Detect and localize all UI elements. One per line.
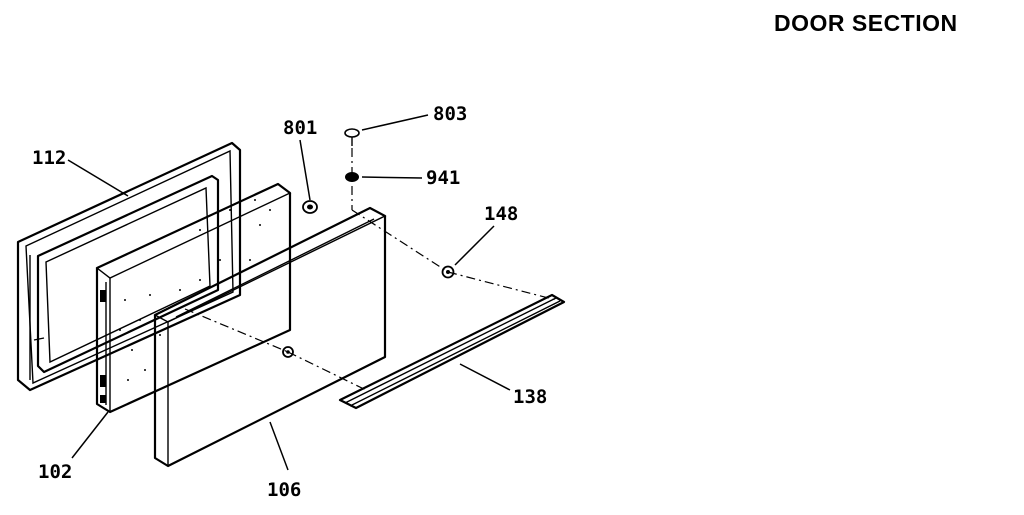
hole-grommet-106 <box>282 346 294 358</box>
outer-door-panel-106 <box>153 206 387 468</box>
door-liner-frame-112 <box>16 141 242 392</box>
label-801: 801 <box>283 117 317 139</box>
washer-941 <box>345 172 359 182</box>
label-106: 106 <box>267 479 301 501</box>
trim-strip-138 <box>338 293 566 410</box>
bumper-801 <box>302 200 318 214</box>
label-138: 138 <box>513 386 547 408</box>
leader-lines <box>67 114 511 471</box>
inner-panel-102 <box>95 182 292 414</box>
label-941: 941 <box>426 167 460 189</box>
assembly-lines <box>184 148 557 391</box>
label-148: 148 <box>484 203 518 225</box>
label-112: 112 <box>32 147 66 169</box>
label-803: 803 <box>433 103 467 125</box>
diagram-title: DOOR SECTION <box>774 10 958 36</box>
screw-803 <box>344 128 360 146</box>
label-102: 102 <box>38 461 72 483</box>
